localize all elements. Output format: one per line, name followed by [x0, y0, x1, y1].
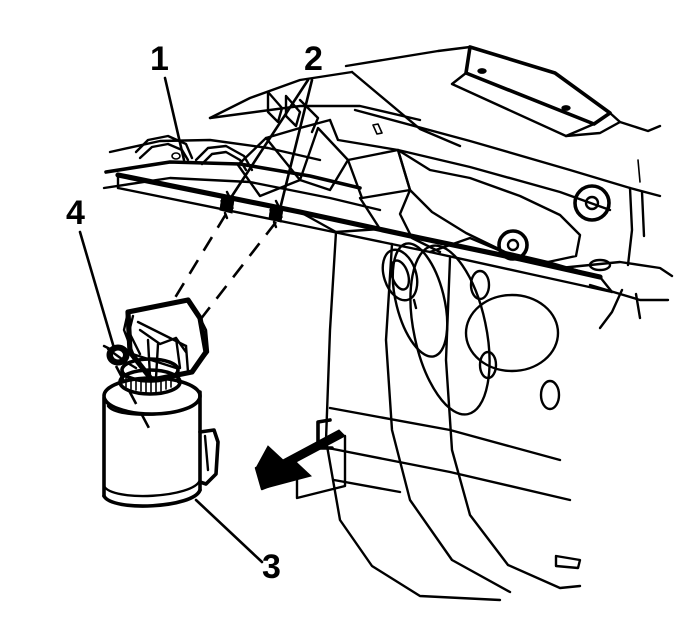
bracket-right-flange [190, 316, 210, 374]
body-structure-group [115, 45, 674, 602]
plate-hole-right-icon [561, 105, 571, 111]
cowl-tab-b [284, 94, 302, 128]
reservoir-shoulder [106, 400, 199, 416]
cowl-lower-edge [353, 108, 662, 198]
leader-1 [163, 76, 186, 162]
inner-fender-shelf [328, 118, 612, 212]
bushing-outer-mid [497, 229, 529, 261]
tower-tick [412, 298, 418, 310]
upper-plate-bracket [450, 45, 662, 138]
tower-small-hole-3 [539, 379, 561, 411]
cowl-fold-left [350, 70, 462, 148]
reservoir-handle-inner [203, 434, 210, 472]
leader-3 [194, 498, 264, 564]
gusset-upper-left [298, 126, 350, 192]
suspension-arm-inner [398, 188, 442, 254]
leader-2b-upper [279, 78, 314, 207]
bolt-heads-group [219, 190, 284, 229]
panel-left-edge [324, 230, 502, 602]
callout-1-number: 1 [150, 40, 169, 78]
leader-4 [78, 230, 116, 350]
plate-tail [618, 120, 662, 133]
frame-rail-top [115, 172, 603, 280]
hose-arch-left [134, 134, 194, 160]
tower-small-hole-2 [478, 350, 498, 380]
bracket-left-flange [122, 310, 154, 382]
tower-small-hole-1 [469, 269, 491, 301]
small-hole-right [588, 258, 612, 272]
callout-4-number: 4 [66, 194, 85, 232]
callout-3-number: 3 [262, 548, 281, 586]
callout-numbers-group: 1 2 3 4 [66, 40, 323, 586]
bracket-left-flange-inner [127, 314, 142, 356]
reservoir-bottom-inner [102, 478, 202, 498]
panel-bottom-tab [554, 554, 582, 570]
upper-plate-top-face [464, 45, 612, 126]
leader-lines-group [78, 76, 314, 564]
bracket-inner-fold [138, 328, 188, 354]
right-body-edge [626, 186, 634, 267]
cowl-tab-a [266, 90, 284, 124]
tower-dome-outer [391, 242, 449, 358]
reservoir-bottom-curve [102, 488, 202, 508]
cowl-middle-edge [208, 104, 422, 122]
tower-large-hole [464, 293, 560, 373]
reservoir-cap-base [118, 368, 182, 396]
hose-clip-dot [171, 152, 181, 160]
leader-2b-lower-dashed [198, 221, 278, 321]
reservoir-handle [198, 428, 220, 486]
right-brace-2 [634, 292, 642, 320]
bushing-outer-right [573, 184, 611, 222]
cowl-upper-edge [344, 45, 472, 68]
reservoir-cap-ribs [125, 376, 172, 393]
mounting-bracket-group [102, 297, 210, 383]
gusset-under-rail [298, 196, 382, 234]
upper-plate-front-face [450, 71, 596, 138]
cowl-left-sweep [208, 70, 354, 120]
cowl-lip-lower [102, 176, 382, 212]
shelf-notch-icon [372, 123, 383, 135]
direction-arrow-fold [294, 460, 299, 477]
upper-plate-end-face [564, 111, 622, 138]
hose-arch-left-inner [138, 142, 190, 162]
bracket-fastener [102, 344, 138, 370]
right-lower-shelf-2 [588, 283, 670, 302]
right-body-edge-2 [640, 190, 646, 238]
leader-2a-upper [230, 78, 310, 198]
tower-dome-sweep [409, 244, 491, 416]
fluid-reservoir-group [102, 357, 220, 508]
right-brace [598, 288, 624, 330]
bracket-diag-1 [136, 320, 188, 348]
gusset-left [236, 136, 302, 198]
bushing-inner-right [584, 195, 600, 211]
leader-2a-lower-dashed [168, 213, 228, 307]
panel-hrib-2 [326, 446, 572, 502]
hose-arch-right [194, 144, 254, 172]
bracket-rib-4 [184, 344, 190, 374]
suspension-arm [396, 148, 582, 264]
panel-inner-edge [384, 242, 512, 594]
panel-hrib-1 [328, 406, 562, 462]
right-small-tab [637, 159, 641, 183]
bolt-head-front [219, 190, 235, 220]
callout-2-number: 2 [304, 40, 323, 78]
panel-mid-edge [444, 256, 582, 590]
direction-arrow-outline [254, 434, 347, 500]
left-lower-clip [316, 418, 334, 450]
gusset-upper-mid [346, 148, 412, 200]
bushing-inner-mid [506, 238, 520, 252]
hose-arch-right-inner [200, 150, 248, 172]
leader-4-dashed [114, 365, 152, 431]
tower-hole-outer [381, 248, 419, 302]
direction-arrow [254, 429, 347, 500]
cowl-lip-upper [104, 160, 362, 190]
plate-hole-left-icon [477, 68, 487, 74]
cowl-left-group [102, 90, 382, 212]
bracket-rib-3 [174, 336, 182, 370]
